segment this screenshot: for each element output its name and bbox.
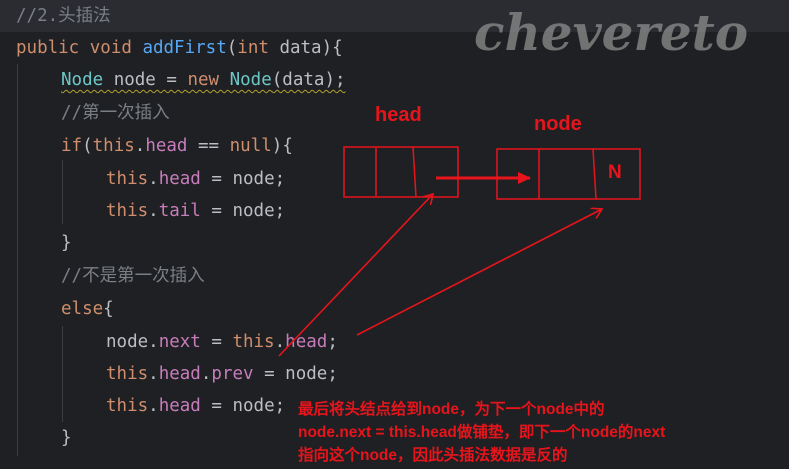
node-label: node [534, 113, 582, 135]
code-line[interactable]: public void addFirst(int data){ [16, 32, 343, 64]
code-token: (data); [271, 70, 346, 90]
head-assign-arrow [278, 194, 433, 357]
code-token: . [200, 364, 212, 384]
code-line[interactable]: node.next = this.head; [106, 326, 338, 358]
svg-text:chevereto: chevereto [474, 3, 748, 62]
current-line-highlight [0, 0, 789, 32]
code-token: ( [82, 136, 93, 156]
code-token: this [106, 201, 149, 221]
code-token: . [148, 201, 159, 221]
code-token: = node; [253, 364, 338, 384]
code-line[interactable]: this.head.prev = node; [106, 358, 338, 390]
indent-guide [62, 160, 63, 224]
code-token: . [274, 332, 286, 352]
code-token: //第一次插入 [61, 103, 170, 123]
next-node-box [496, 148, 641, 200]
code-token: head [145, 136, 188, 156]
code-line[interactable]: else{ [61, 293, 114, 325]
code-token: node = [103, 70, 188, 90]
code-token: next [158, 332, 201, 352]
code-token: this [106, 169, 149, 189]
code-token: else [61, 299, 104, 319]
code-token: . [148, 396, 159, 416]
code-token: = [200, 332, 233, 352]
head-label: head [375, 104, 422, 126]
code-token: . [148, 169, 159, 189]
code-token: } [61, 233, 72, 253]
code-line[interactable]: //第一次插入 [61, 97, 170, 129]
code-token: ){ [271, 136, 293, 156]
next-assign-arrow [356, 209, 602, 336]
code-token: . [134, 136, 146, 156]
indent-guide [62, 326, 63, 422]
code-token: this [106, 396, 149, 416]
code-token: node. [106, 332, 159, 352]
code-token: Node [61, 70, 104, 90]
code-token: Node [229, 70, 272, 90]
code-token: . [148, 364, 159, 384]
code-line[interactable]: this.head = node; [106, 390, 285, 422]
code-token: ; [327, 332, 338, 352]
note-line: node.next = this.head做铺垫，即下一个node的next [298, 424, 666, 441]
code-line[interactable]: } [61, 422, 72, 454]
code-line[interactable]: Node node = new Node(data); [61, 64, 346, 96]
code-token: = node; [200, 169, 286, 189]
indent-guide [17, 64, 18, 456]
code-token: if [61, 136, 83, 156]
code-token: addFirst [142, 38, 227, 58]
code-token: void [89, 38, 143, 58]
code-token: //2.头插法 [16, 6, 111, 26]
code-line[interactable]: //不是第一次插入 [61, 260, 205, 292]
explanation-note: 最后将头结点给到node，为下一个node中的 node.next = this… [298, 398, 788, 467]
code-line[interactable]: if(this.head == null){ [61, 130, 293, 162]
code-token: null [229, 136, 272, 156]
code-token: head [158, 396, 201, 416]
code-token: = node; [200, 201, 286, 221]
code-token: { [103, 299, 114, 319]
code-token: } [61, 428, 72, 448]
code-token: head [158, 169, 201, 189]
code-line[interactable]: //2.头插法 [16, 0, 111, 32]
code-token: prev [211, 364, 254, 384]
code-token: //不是第一次插入 [61, 266, 205, 286]
head-node-box [343, 146, 459, 198]
code-token: this [106, 364, 149, 384]
code-token: int [237, 38, 280, 58]
code-token: ( [226, 38, 238, 58]
code-token: tail [158, 201, 201, 221]
chevereto-watermark: chevereto [474, 3, 748, 62]
note-line: 指向这个node，因此头插法数据是反的 [298, 447, 568, 464]
null-marker: N [608, 162, 622, 183]
code-token: this [232, 332, 275, 352]
note-line: 最后将头结点给到node，为下一个node中的 [298, 401, 605, 418]
code-token: head [285, 332, 328, 352]
code-line[interactable]: this.tail = node; [106, 195, 285, 227]
code-token: = node; [200, 396, 286, 416]
code-line[interactable]: } [61, 227, 72, 259]
code-token: head [158, 364, 201, 384]
code-token: data){ [279, 38, 343, 58]
code-token: public [16, 38, 90, 58]
code-token: new [187, 70, 230, 90]
code-token: == [187, 136, 230, 156]
code-token: this [92, 136, 135, 156]
code-line[interactable]: this.head = node; [106, 163, 285, 195]
